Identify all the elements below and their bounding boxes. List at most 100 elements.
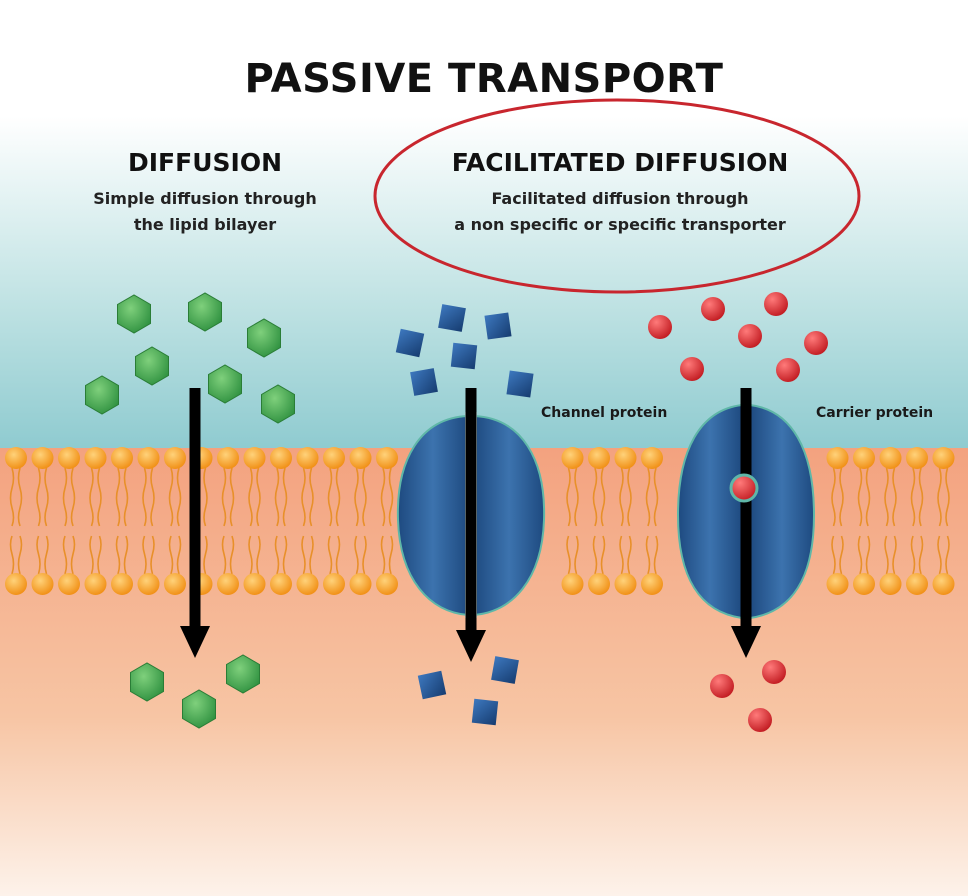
blue-square-molecule	[438, 304, 466, 332]
lipid-tail	[282, 535, 288, 575]
lipid-tail	[229, 467, 235, 527]
lipid-head	[296, 573, 319, 595]
lipid-tail	[248, 467, 253, 527]
lipid-tail	[645, 535, 651, 575]
lipid-tail	[388, 535, 394, 575]
lipid-tail	[335, 467, 341, 527]
lipid-head	[349, 573, 372, 595]
blue-square-molecule	[417, 670, 447, 700]
lipid-tail	[203, 467, 208, 527]
red-sphere-molecule	[648, 315, 672, 339]
lipid-tail	[221, 467, 227, 527]
lipid-tail	[857, 467, 863, 527]
lipid-head	[5, 447, 27, 469]
lipid-tail	[248, 535, 253, 575]
lipid-head	[349, 447, 372, 469]
blue-square-molecule	[506, 370, 534, 398]
facilitated-description-line-1: Facilitated diffusion through	[491, 189, 749, 208]
lipid-head	[906, 447, 928, 469]
lipid-tail	[150, 467, 155, 527]
lipid-tail	[839, 535, 844, 575]
lipid-tail	[892, 467, 897, 527]
lipid-tail	[142, 535, 147, 575]
lipid-tail	[600, 467, 606, 527]
blue-molecules	[395, 304, 534, 726]
lipid-tail	[36, 467, 41, 527]
lipid-tail	[884, 535, 889, 575]
lipid-tail	[89, 535, 94, 575]
lipid-tail	[36, 535, 41, 575]
page-title: PASSIVE TRANSPORT	[244, 56, 724, 102]
red-sphere-molecule	[804, 331, 828, 355]
lipid-tail	[44, 535, 49, 575]
lipid-tail	[566, 535, 571, 575]
diffusion-arrow	[180, 388, 210, 658]
lipid-head	[270, 573, 292, 595]
lipid-head	[376, 573, 398, 595]
lipid-bilayer	[5, 447, 955, 595]
lipid-tail	[839, 467, 844, 527]
lipid-head	[588, 447, 610, 469]
lipid-tail	[9, 535, 15, 575]
lipid-tails	[9, 467, 950, 575]
facilitated-heading: FACILITATED DIFFUSION	[451, 148, 789, 177]
green-hexagon-molecule	[226, 654, 260, 694]
facilitated-description-line-2: a non specific or specific transporter	[454, 215, 786, 234]
lipid-tail	[168, 467, 174, 527]
blue-square-molecule	[450, 342, 478, 370]
lipid-tail	[70, 467, 76, 527]
green-hexagon-molecule	[130, 662, 164, 702]
lipid-tail	[354, 467, 359, 527]
lipid-tail	[937, 467, 942, 527]
lipid-head	[561, 573, 584, 595]
lipid-tail	[221, 535, 227, 575]
diffusion-description-line-2: the lipid bilayer	[133, 215, 277, 234]
red-sphere-molecule	[710, 674, 734, 698]
lipid-tail	[17, 535, 23, 575]
green-hexagon-molecule	[247, 318, 281, 358]
channel-protein-label: Channel protein	[541, 405, 668, 421]
green-molecules	[85, 292, 295, 729]
green-hexagon-molecule	[208, 364, 242, 404]
blue-square-molecule	[491, 656, 519, 684]
lipid-tail	[327, 535, 333, 575]
lipid-tail	[274, 467, 280, 527]
lipid-head	[323, 573, 345, 595]
lipid-head	[932, 573, 955, 595]
down-arrow-icon	[180, 626, 210, 658]
red-sphere-molecule	[680, 357, 704, 381]
lipid-head	[826, 573, 849, 595]
lipid-tail	[123, 535, 129, 575]
lipid-tail	[335, 535, 341, 575]
lipid-head	[58, 447, 80, 469]
lipid-tail	[203, 535, 208, 575]
diffusion-description: Simple diffusion through the lipid bilay…	[60, 186, 350, 238]
lipid-tail	[619, 467, 624, 527]
lipid-head	[243, 573, 266, 595]
lipid-head	[84, 573, 107, 595]
lipid-head	[270, 447, 292, 469]
lipid-head	[137, 573, 160, 595]
bound-solute	[729, 473, 759, 503]
lipid-tail	[62, 467, 68, 527]
lipid-tail	[301, 467, 306, 527]
lipid-head	[84, 447, 107, 469]
lipid-head	[164, 573, 186, 595]
lipid-tail	[256, 535, 261, 575]
lipid-head	[641, 447, 663, 469]
carrier-arrow	[731, 388, 761, 658]
blue-square-molecule	[410, 368, 438, 396]
lipid-head	[111, 573, 133, 595]
lipid-tail	[865, 535, 871, 575]
lipid-head	[641, 573, 663, 595]
lipid-tail	[362, 467, 367, 527]
lipid-head	[561, 447, 584, 469]
lipid-tail	[89, 467, 94, 527]
lipid-tail	[17, 467, 23, 527]
lipid-tail	[97, 467, 102, 527]
down-arrow-icon	[456, 630, 486, 662]
lipid-head	[614, 573, 637, 595]
lipid-head	[31, 573, 54, 595]
red-sphere-molecule	[764, 292, 788, 316]
green-hexagon-molecule	[117, 294, 151, 334]
